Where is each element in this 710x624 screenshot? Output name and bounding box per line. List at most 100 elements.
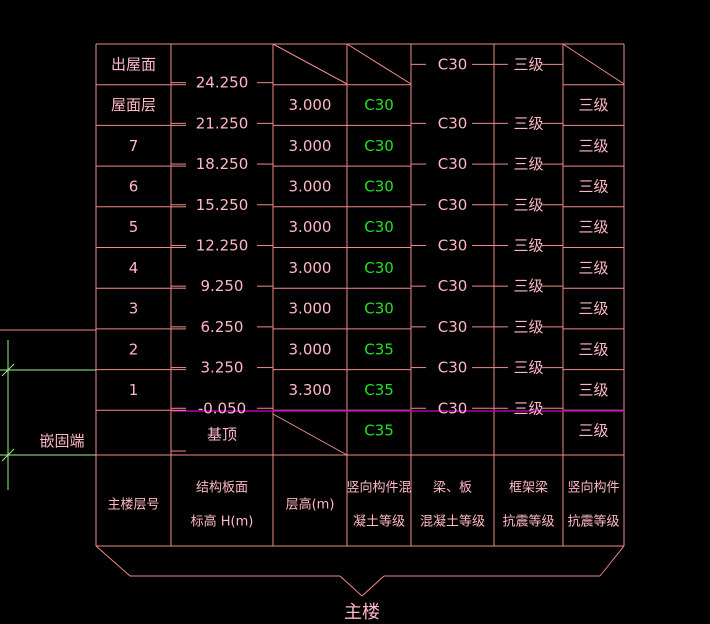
floor-label: 6	[129, 177, 139, 195]
bracket-line	[339, 575, 363, 597]
vertical-seismic-grade: 三级	[578, 177, 608, 195]
beam-concrete-grade: C30	[438, 55, 468, 73]
frame-seismic-grade: 三级	[513, 318, 543, 336]
elevation-value: 18.250	[196, 155, 249, 173]
bracket-line	[361, 575, 385, 597]
empty-cell-diagonal	[346, 43, 412, 85]
elevation-value: 6.250	[201, 318, 244, 336]
vertical-concrete-grade: C35	[364, 422, 394, 440]
frame-seismic-grade: 三级	[513, 196, 543, 214]
header-line-2: 标高 H(m)	[191, 514, 254, 530]
beam-concrete-grade: C30	[438, 196, 468, 214]
empty-cell-diagonal	[272, 43, 348, 85]
header-line-1: 框架梁	[509, 481, 548, 496]
beam-concrete-grade: C30	[438, 236, 468, 254]
frame-seismic-grade: 三级	[513, 155, 543, 173]
embedment-label: 嵌固端	[39, 432, 84, 450]
header-line-2: 混凝土等级	[420, 514, 485, 530]
header-line-1: 竖向构件混	[346, 480, 411, 496]
header-line-2: 抗震等级	[567, 514, 619, 530]
frame-seismic-grade: 三级	[513, 114, 543, 132]
header-line-1: 竖向构件	[567, 480, 619, 496]
vertical-concrete-grade: C30	[364, 137, 394, 155]
header-line-1: 主楼层号	[107, 498, 159, 513]
vertical-concrete-grade: C30	[364, 218, 394, 236]
vertical-seismic-grade: 三级	[578, 381, 608, 399]
empty-cell-diagonal	[272, 413, 348, 456]
elevation-value: 3.250	[201, 359, 244, 377]
floor-height: 3.000	[289, 300, 332, 318]
frame-seismic-grade: 三级	[513, 277, 543, 295]
bottom-label: 主楼	[344, 602, 380, 623]
vertical-seismic-grade: 三级	[578, 340, 608, 358]
vertical-concrete-grade: C30	[364, 259, 394, 277]
header-cell: 层高(m)	[286, 497, 335, 513]
empty-cell-diagonal	[562, 43, 625, 85]
table-grid	[95, 43, 625, 597]
beam-concrete-grade: C30	[438, 114, 468, 132]
floor-height: 3.000	[289, 96, 332, 114]
frame-seismic-grade: 三级	[513, 236, 543, 254]
floor-height: 3.000	[289, 137, 332, 155]
floor-height: 3.300	[289, 381, 332, 399]
bracket-line	[95, 545, 131, 577]
vertical-concrete-grade: C30	[364, 300, 394, 318]
elevation-value: 12.250	[196, 236, 249, 254]
elevation-value: 21.250	[196, 114, 249, 132]
elevation-value: -0.050	[198, 399, 246, 417]
floor-label: 7	[129, 137, 139, 155]
floor-height: 3.000	[289, 177, 332, 195]
beam-concrete-grade: C30	[438, 277, 468, 295]
floor-label: 3	[129, 300, 139, 318]
table-row: 基顶 C35 三级	[171, 422, 609, 452]
vertical-concrete-grade: C35	[364, 340, 394, 358]
header-line-2: 抗震等级	[502, 514, 554, 530]
vertical-seismic-grade: 三级	[578, 218, 608, 236]
frame-seismic-grade: 三级	[513, 359, 543, 377]
vertical-concrete-grade: C30	[364, 96, 394, 114]
elevation-value: 15.250	[196, 196, 249, 214]
header-line-2: 凝土等级	[353, 514, 405, 530]
floor-label: 出屋面	[111, 55, 156, 73]
header-line-1: 层高(m)	[286, 497, 335, 513]
floor-label: 4	[129, 259, 139, 277]
frame-seismic-grade: 三级	[513, 55, 543, 73]
floor-height: 3.000	[289, 259, 332, 277]
vertical-seismic-grade: 三级	[578, 137, 608, 155]
beam-concrete-grade: C30	[438, 318, 468, 336]
header-line-1: 结构板面	[196, 481, 248, 496]
vertical-concrete-grade: C35	[364, 381, 394, 399]
dimension-marks	[0, 329, 96, 490]
floor-height: 3.000	[289, 340, 332, 358]
header-cell: 主楼层号	[107, 498, 159, 513]
beam-concrete-grade: C30	[438, 359, 468, 377]
vertical-seismic-grade: 三级	[578, 259, 608, 277]
elevation-value: 基顶	[207, 426, 237, 444]
header-line-1: 梁、板	[433, 481, 472, 496]
floor-height: 3.000	[289, 218, 332, 236]
vertical-seismic-grade: 三级	[578, 96, 608, 114]
floor-label: 2	[129, 340, 139, 358]
vertical-seismic-grade: 三级	[578, 300, 608, 318]
beam-concrete-grade: C30	[438, 399, 468, 417]
vertical-seismic-grade: 三级	[578, 422, 608, 440]
floor-label: 屋面层	[111, 96, 156, 114]
beam-concrete-grade: C30	[438, 155, 468, 173]
bracket-line	[599, 545, 625, 577]
